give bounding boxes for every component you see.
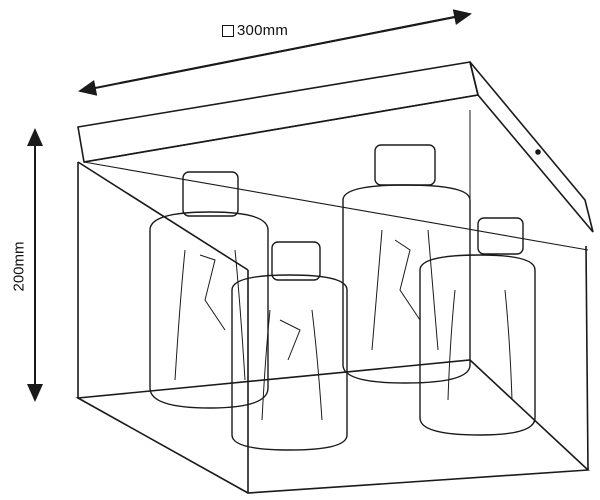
lamp-shade-front-right <box>419 217 536 436</box>
lamp-shade-front-left <box>231 241 348 451</box>
square-icon <box>222 24 234 37</box>
width-dimension-label: 300mm <box>222 22 288 39</box>
lamp-shade-back-left <box>149 171 269 409</box>
lamp-shade-back-right <box>342 144 471 384</box>
height-dimension-label: 200mm <box>10 241 28 292</box>
glass-box <box>75 110 590 494</box>
width-dimension-arrow <box>78 9 472 96</box>
ceiling-plate <box>77 61 594 251</box>
width-value: 300mm <box>237 22 289 39</box>
